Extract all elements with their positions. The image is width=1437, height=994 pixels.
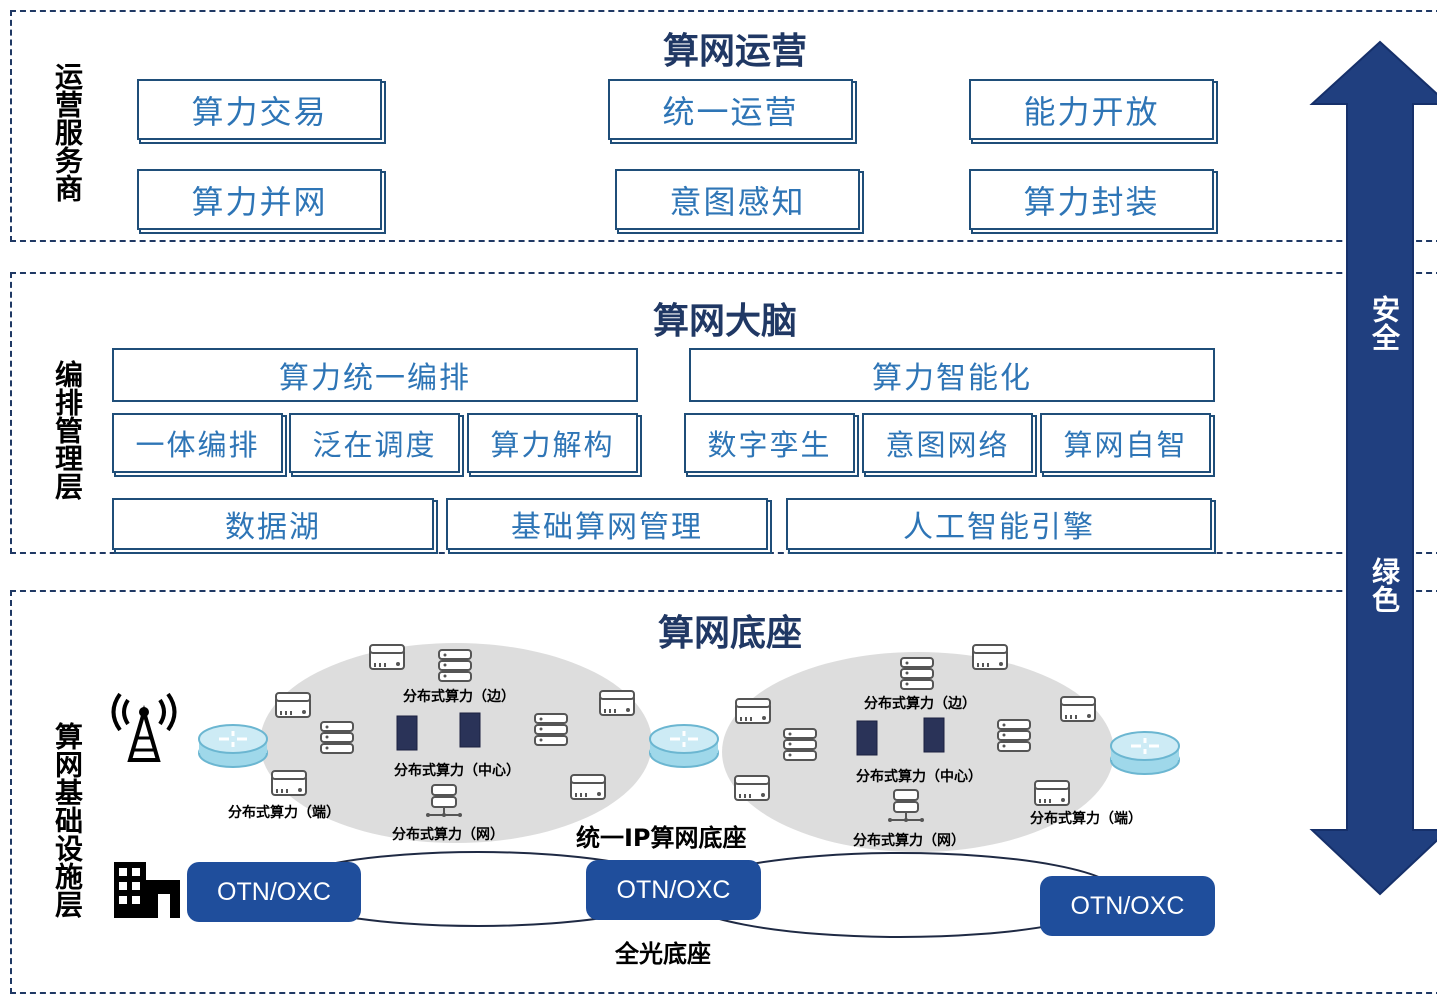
left-network-label: 分布式算力（网） <box>392 827 504 843</box>
box-integrated-orchestration: 一体编排 <box>112 413 283 473</box>
arrow-text-security: 安全 <box>1368 295 1401 351</box>
right-terminal-label: 分布式算力（端） <box>1030 811 1142 827</box>
box-intent-awareness: 意图感知 <box>615 169 860 230</box>
box-unified-orchestration: 算力统一编排 <box>112 348 638 402</box>
cell-tower-icon <box>111 692 177 762</box>
box-compute-deconstruction: 算力解构 <box>467 413 638 473</box>
ip-base-label: 统一IP算网底座 <box>576 824 747 852</box>
infrastructure-side-label: 算网基础设施层 <box>51 722 84 918</box>
left-edge-label: 分布式算力（边） <box>403 689 515 705</box>
box-data-lake: 数据湖 <box>112 498 434 550</box>
box-compute-intelligence: 算力智能化 <box>689 348 1215 402</box>
box-intent-network: 意图网络 <box>862 413 1033 473</box>
right-network-label: 分布式算力（网） <box>853 833 965 849</box>
box-compute-trading: 算力交易 <box>137 79 382 140</box>
box-autonomous-network: 算网自智 <box>1040 413 1211 473</box>
security-green-arrow <box>1309 40 1437 896</box>
orchestration-layer <box>10 272 1437 554</box>
box-digital-twin: 数字孪生 <box>684 413 855 473</box>
infrastructure-title: 算网底座 <box>657 613 802 654</box>
orchestration-title: 算网大脑 <box>652 301 797 342</box>
right-edge-label: 分布式算力（边） <box>864 696 976 712</box>
otn-node-right: OTN/OXC <box>1040 876 1215 936</box>
box-capability-exposure: 能力开放 <box>969 79 1214 140</box>
infrastructure-graphics <box>111 40 1437 938</box>
operations-title: 算网运营 <box>662 31 807 72</box>
operations-layer <box>10 10 1437 242</box>
box-compute-grid-connection: 算力并网 <box>137 169 382 230</box>
otn-node-middle: OTN/OXC <box>586 860 761 920</box>
left-center-label: 分布式算力（中心） <box>394 763 520 779</box>
arrow-text-green: 绿色 <box>1368 557 1401 613</box>
box-ubiquitous-scheduling: 泛在调度 <box>289 413 460 473</box>
optical-base-label: 全光底座 <box>615 940 711 968</box>
box-compute-encapsulation: 算力封装 <box>969 169 1214 230</box>
box-ai-engine: 人工智能引擎 <box>786 498 1212 550</box>
left-terminal-label: 分布式算力（端） <box>228 805 340 821</box>
orchestration-side-label: 编排管理层 <box>51 360 84 500</box>
otn-node-left: OTN/OXC <box>187 862 361 922</box>
operations-side-label: 运营服务商 <box>51 62 84 202</box>
building-icon <box>114 862 180 918</box>
box-unified-operations: 统一运营 <box>608 79 853 140</box>
right-center-label: 分布式算力（中心） <box>856 769 982 785</box>
box-basic-network-management: 基础算网管理 <box>446 498 768 550</box>
